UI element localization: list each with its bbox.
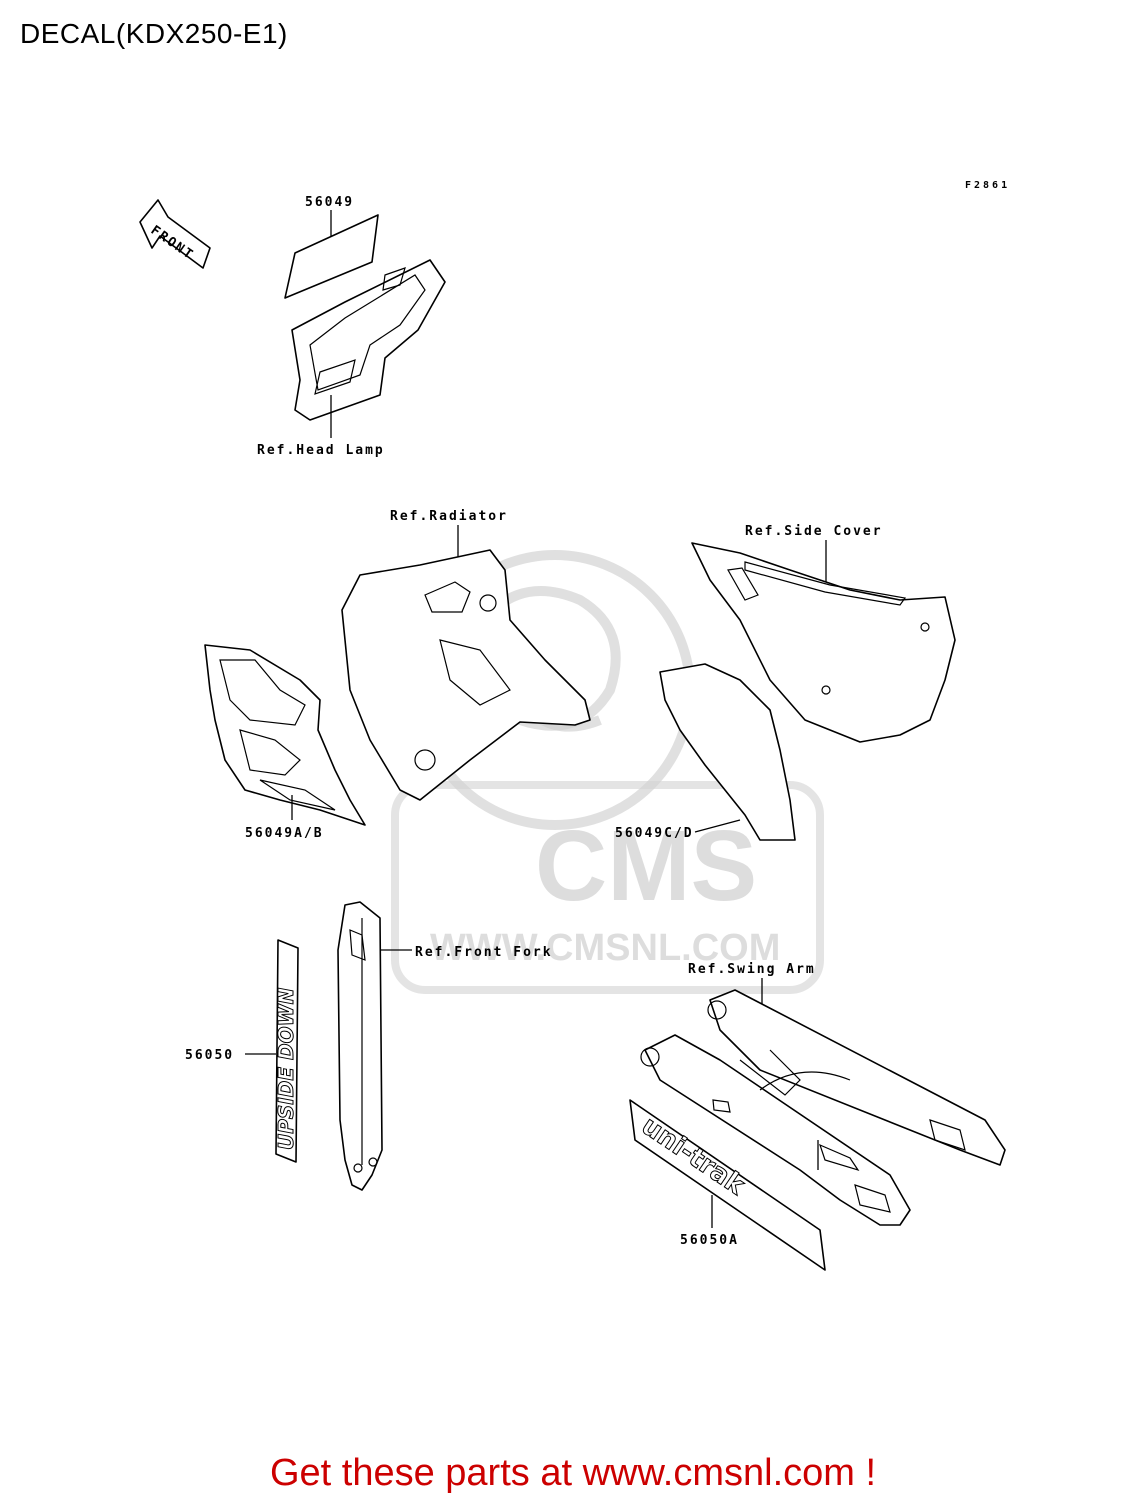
head-lamp-cover (291, 259, 446, 421)
decal-56050-upside-down: UPSIDE DOWN (274, 939, 299, 1163)
parts-diagram: CMS WWW.CMSNL.COM F2861 FRONT 56049 Ref.… (139, 180, 1010, 1271)
footer-cta[interactable]: Get these parts at www.cmsnl.com ! (269, 1452, 877, 1494)
figure-code: F2861 (965, 180, 1010, 191)
decal-upside-down-text: UPSIDE DOWN (274, 987, 298, 1150)
front-arrow-icon: FRONT (139, 199, 211, 269)
watermark-logo-text: CMS (535, 810, 757, 922)
label-ref-radiator: Ref.Radiator (390, 509, 508, 524)
watermark-url-text: WWW.CMSNL.COM (430, 927, 780, 969)
label-56049cd: 56049C/D (615, 826, 694, 841)
swing-arm (640, 989, 1006, 1226)
decal-56049ab-kdx (204, 644, 366, 826)
label-56049: 56049 (305, 195, 354, 210)
label-ref-side-cover: Ref.Side Cover (745, 524, 883, 539)
side-cover (691, 542, 956, 743)
label-56050a: 56050A (680, 1233, 739, 1248)
label-ref-head-lamp: Ref.Head Lamp (257, 443, 385, 458)
front-fork-guard (337, 901, 383, 1191)
label-56049ab: 56049A/B (245, 826, 324, 841)
decal-56049cd (659, 663, 796, 841)
label-56050: 56050 (185, 1048, 234, 1063)
label-ref-front-fork: Ref.Front Fork (415, 945, 553, 960)
radiator-shroud (341, 549, 591, 801)
page-title: DECAL(KDX250-E1) (20, 18, 288, 49)
label-ref-swing-arm: Ref.Swing Arm (688, 962, 816, 977)
decal-56049 (284, 214, 379, 299)
